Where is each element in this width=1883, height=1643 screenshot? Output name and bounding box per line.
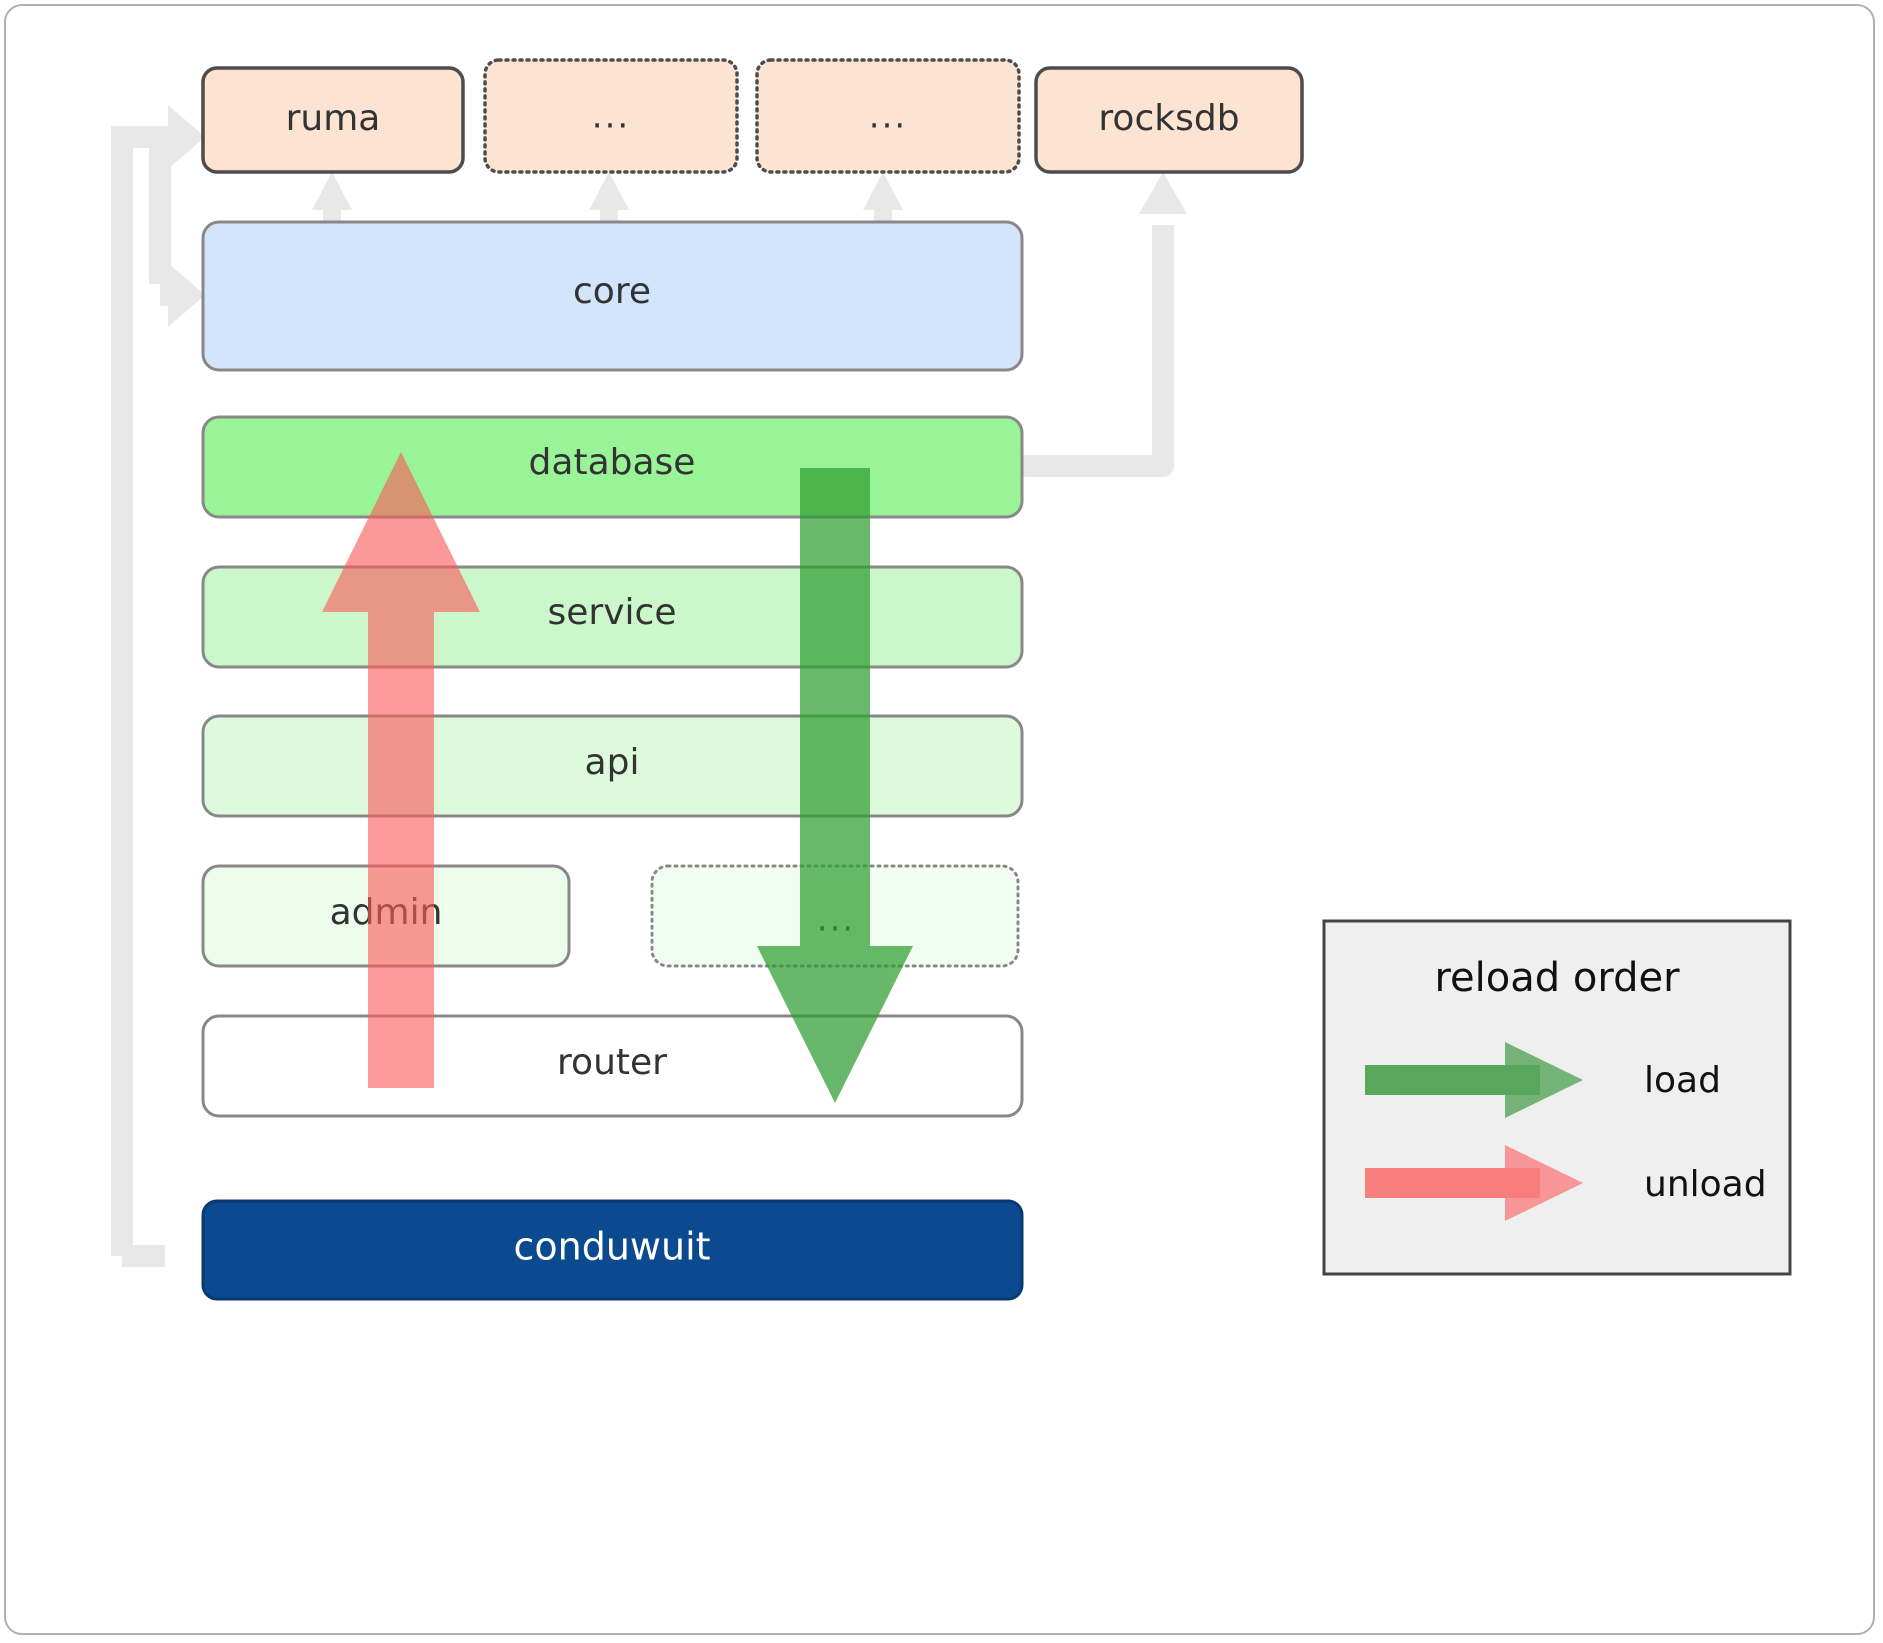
conduwuit-box-shape[interactable] xyxy=(201,1199,1024,1301)
layer-router[interactable]: router xyxy=(201,1014,1024,1118)
legend-entry-unload-label: unload xyxy=(1644,1164,1767,1205)
dependency-box-ruma-shape[interactable] xyxy=(201,66,465,174)
dependency-row: ruma ... ... rocksdb xyxy=(201,58,1304,174)
arrowhead-core-ruma xyxy=(312,172,352,210)
layer-service[interactable]: service xyxy=(201,565,1024,669)
legend-load-arrow-head xyxy=(1505,1042,1583,1118)
dependency-box-rocksdb[interactable]: rocksdb xyxy=(1034,66,1304,174)
dependency-box-ellipsis-2-label: ... xyxy=(869,97,907,137)
unload-arrow-head xyxy=(322,452,480,612)
layer-core[interactable]: core xyxy=(201,220,1024,372)
layer-database-label: database xyxy=(529,442,696,483)
layer-router-label: router xyxy=(557,1042,667,1083)
layer-database[interactable]: database xyxy=(201,415,1024,519)
dependency-box-ellipsis-2-shape[interactable] xyxy=(755,58,1021,174)
connector-database-rocksdb xyxy=(1022,225,1174,477)
legend-title: reload order xyxy=(1434,955,1680,1001)
legend-entry-load: load xyxy=(1365,1042,1721,1118)
legend-panel xyxy=(1322,919,1792,1276)
arrowhead-to-ruma xyxy=(168,105,205,169)
arrowhead-core-dep1 xyxy=(589,172,629,210)
dependency-box-ellipsis-1[interactable]: ... xyxy=(483,58,739,174)
dependency-box-ruma[interactable]: ruma xyxy=(201,66,465,174)
dependency-box-rocksdb-shape[interactable] xyxy=(1034,66,1304,174)
load-arrow-head xyxy=(757,946,913,1103)
arrowhead-to-core xyxy=(168,263,205,327)
layer-service-label: service xyxy=(548,592,677,633)
layer-stack: core database service api admin ... xyxy=(201,220,1024,1118)
layer-core-shape[interactable] xyxy=(201,220,1024,372)
arrowhead-database-rocksdb xyxy=(1139,172,1187,214)
unload-arrow-shaft xyxy=(368,540,434,1088)
load-arrow-big xyxy=(757,468,913,1103)
legend-unload-arrow-head xyxy=(1505,1145,1583,1221)
dependency-box-ellipsis-2[interactable]: ... xyxy=(755,58,1021,174)
conduwuit-box[interactable]: conduwuit xyxy=(201,1199,1024,1301)
layer-api[interactable]: api xyxy=(201,714,1024,818)
unload-arrow-big xyxy=(322,452,480,1088)
dependency-box-ellipsis-1-label: ... xyxy=(592,97,630,137)
conduwuit-box-label: conduwuit xyxy=(513,1225,710,1269)
dependency-box-ellipsis-1-shape[interactable] xyxy=(483,58,739,174)
dependency-box-ruma-label: ruma xyxy=(286,98,381,139)
layer-api-label: api xyxy=(585,742,640,783)
legend-unload-arrow-icon xyxy=(1365,1145,1583,1221)
legend-load-arrow-icon xyxy=(1365,1042,1583,1118)
load-arrow-shaft xyxy=(800,468,870,1020)
legend: reload order load unload xyxy=(1322,919,1792,1276)
arrowhead-core-dep2 xyxy=(863,172,903,210)
layer-core-label: core xyxy=(573,271,651,312)
legend-entry-unload: unload xyxy=(1365,1145,1767,1221)
dependency-box-rocksdb-label: rocksdb xyxy=(1098,98,1239,139)
legend-entry-load-label: load xyxy=(1644,1060,1721,1101)
